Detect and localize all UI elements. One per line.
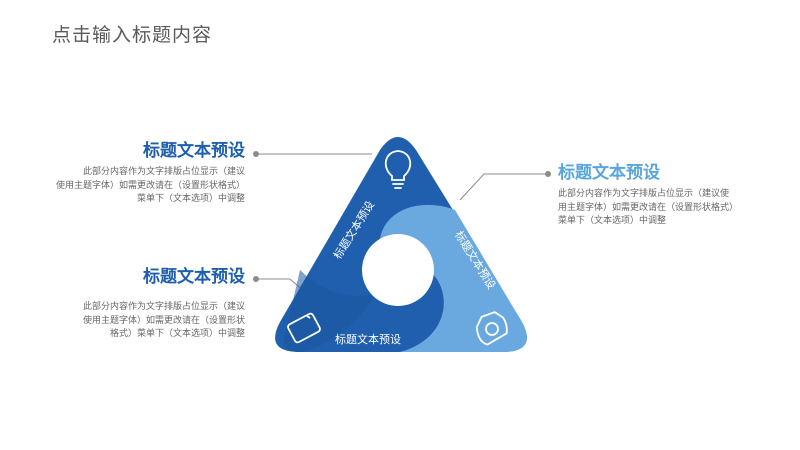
page-title: 点击输入标题内容 bbox=[52, 24, 213, 46]
lightbulb-icon bbox=[384, 150, 412, 189]
callout-bottom-left: 标题文本预设 此部分内容作为文字排版占位显示（建议 使用主题字体）如需更改请在（… bbox=[25, 262, 245, 342]
connector-dot bbox=[253, 151, 259, 157]
connector-dot bbox=[545, 171, 551, 177]
callout-line: 菜单下（文本选项）中调整 bbox=[558, 216, 667, 226]
callout-line: 此部分内容作为文字排版占位显示（建议 bbox=[82, 302, 245, 312]
segment-label: 标题文本预设 bbox=[335, 332, 401, 346]
callout-top-left: 标题文本预设 此部分内容作为文字排版占位显示（建议 使用主题字体）如需更改请在（… bbox=[25, 136, 245, 207]
callout-description: 此部分内容作为文字排版占位显示（建议 使用主题字体）如需更改请在（设置形状格式）… bbox=[25, 166, 245, 207]
callout-heading: 标题文本预设 bbox=[558, 163, 660, 183]
connector-dot bbox=[253, 276, 259, 282]
callout-line: 此部分内容作为文字排版占位显示（建议使 bbox=[558, 189, 730, 199]
callout-description: 此部分内容作为文字排版占位显示（建议使 用主题字体）如需更改请在（设置形状格式）… bbox=[558, 188, 790, 229]
callout-line: 格式）菜单下（文本选项）中调整 bbox=[109, 329, 245, 339]
callout-line: 使用主题字体）如需更改请在（设置形状格式） bbox=[55, 180, 245, 191]
callout-line: 菜单下（文本选项）中调整 bbox=[136, 194, 245, 204]
center-hole bbox=[362, 234, 434, 306]
camera-icon bbox=[475, 311, 508, 346]
callout-description: 此部分内容作为文字排版占位显示（建议 使用主题字体）如需更改请在（设置形状 格式… bbox=[25, 301, 245, 342]
tablet-icon bbox=[287, 312, 321, 344]
callout-right: 标题文本预设 此部分内容作为文字排版占位显示（建议使 用主题字体）如需更改请在（… bbox=[558, 158, 790, 229]
callout-line: 此部分内容作为文字排版占位显示（建议 bbox=[82, 167, 245, 177]
connector-line bbox=[459, 173, 548, 201]
callout-heading: 标题文本预设 bbox=[143, 141, 245, 161]
callout-line: 用主题字体）如需更改请在（设置形状格式） bbox=[558, 202, 739, 213]
callout-line: 使用主题字体）如需更改请在（设置形状 bbox=[82, 315, 245, 326]
callout-heading: 标题文本预设 bbox=[143, 267, 245, 287]
triangle-segment-shade bbox=[284, 270, 380, 352]
